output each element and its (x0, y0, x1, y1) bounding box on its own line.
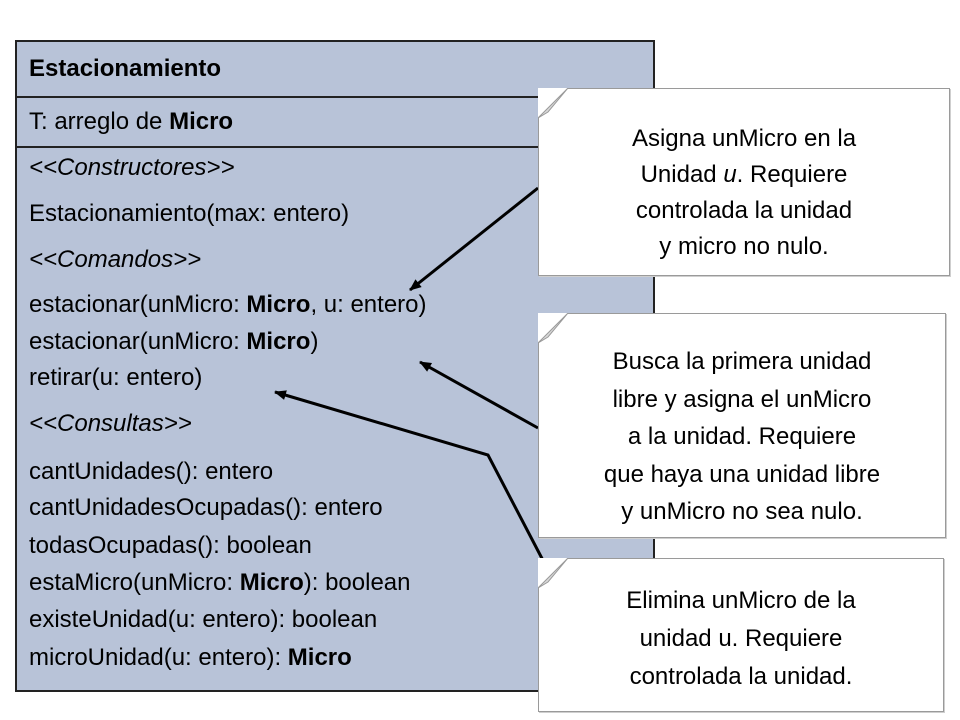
note-estacionar: Busca la primera unidad libre y asigna e… (538, 313, 946, 538)
note-corner-fold (538, 88, 568, 118)
command-estacionar: estacionar(unMicro: Micro) (29, 328, 319, 355)
note2-line1: Busca la primera unidad (612, 348, 872, 375)
command-estacionar-u: estacionar(unMicro: Micro, u: entero) (29, 291, 427, 318)
arrow-note1-to-estacionar-u (409, 186, 539, 292)
note-corner-fold (538, 558, 568, 588)
note1-line1: Asigna unMicro en la (631, 125, 857, 152)
query-todasocupadas: todasOcupadas(): boolean (29, 532, 312, 559)
class-name: Estacionamiento (29, 55, 222, 82)
note2-line3: a la unidad. Requiere (627, 423, 857, 450)
query-cantunidades: cantUnidades(): entero (29, 458, 274, 485)
stereotype-queries: <<Consultas>> (29, 410, 192, 437)
note2-line5: y unMicro no sea nulo. (621, 498, 863, 525)
note-retirar: Elimina unMicro de la unidad u. Requiere… (538, 558, 944, 712)
arrow-note2-to-estacionar (419, 360, 539, 430)
query-existeunidad: existeUnidad(u: entero): boolean (29, 606, 378, 633)
attribute-t: T: arreglo de Micro (29, 108, 234, 135)
note1-line2: Unidad u. Requiere (640, 161, 848, 188)
note3-line3: controlada la unidad. (629, 663, 853, 690)
class-name-section: Estacionamiento (17, 42, 653, 98)
note-corner-fold (538, 313, 568, 343)
query-estamicro: estaMicro(unMicro: Micro): boolean (29, 569, 411, 596)
note1-line3: controlada la unidad (635, 197, 853, 224)
note2-line2: libre y asigna el unMicro (612, 386, 872, 413)
note1-line4: y micro no nulo. (659, 233, 829, 260)
note2-line4: que haya una unidad libre (603, 461, 881, 488)
operations-section: <<Constructores>> Estacionamiento(max: e… (17, 148, 653, 690)
arrow-note3-to-retirar (274, 390, 550, 571)
query-cantunidadesocupadas: cantUnidadesOcupadas(): entero (29, 494, 383, 521)
constructor-line: Estacionamiento(max: entero) (29, 200, 350, 227)
note3-line2: unidad u. Requiere (639, 625, 843, 652)
stereotype-commands: <<Comandos>> (29, 246, 202, 273)
note-estacionar-u: Asigna unMicro en la Unidad u. Requiere … (538, 88, 950, 276)
attributes-section: T: arreglo de Micro (17, 98, 653, 148)
note3-line1: Elimina unMicro de la (626, 587, 856, 614)
command-retirar: retirar(u: entero) (29, 364, 203, 391)
stereotype-constructors: <<Constructores>> (29, 154, 235, 181)
query-microunidad: microUnidad(u: entero): Micro (29, 644, 352, 671)
